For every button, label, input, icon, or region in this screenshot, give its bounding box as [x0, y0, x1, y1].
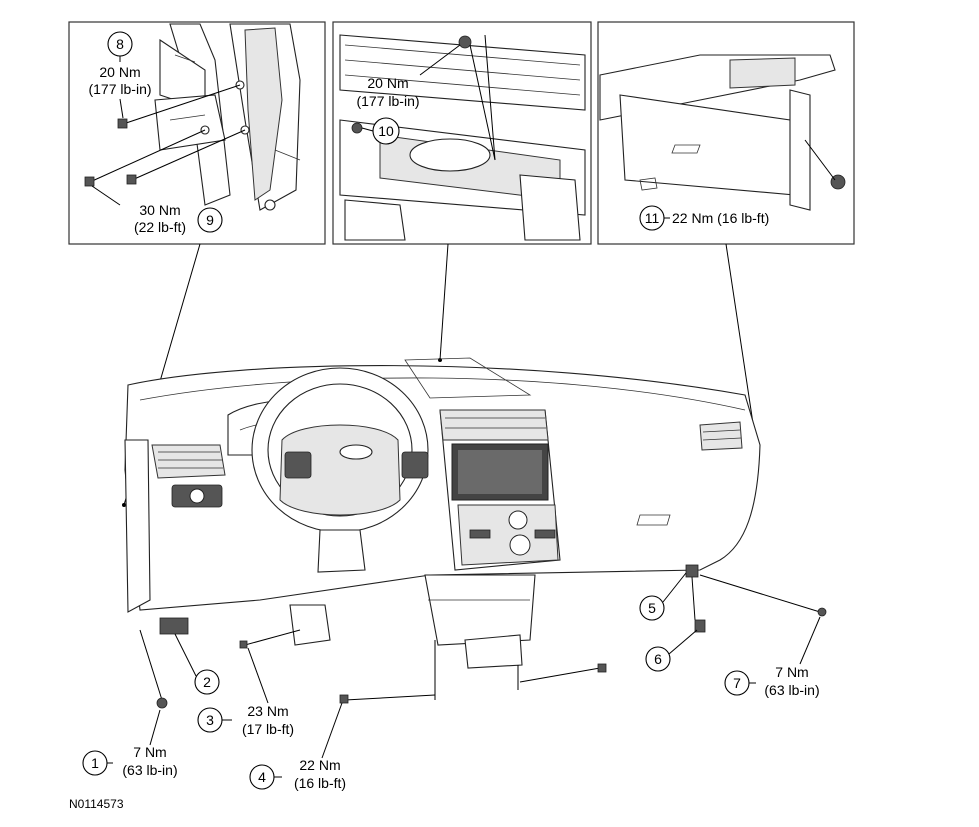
- callout-6: 6: [645, 629, 698, 672]
- callout-2: 2: [174, 633, 220, 695]
- callout-3-number: 3: [206, 712, 214, 728]
- callout-3: 3 23 Nm (17 lb-ft): [197, 647, 294, 737]
- callout-4-torque: 22 Nm: [299, 757, 340, 773]
- callout-4-number: 4: [258, 769, 266, 785]
- callout-4-torque-alt: (16 lb-ft): [294, 775, 346, 791]
- callout-8-torque-alt: (177 lb-in): [88, 81, 151, 97]
- callout-3-torque-alt: (17 lb-ft): [242, 721, 294, 737]
- callout-1-number: 1: [91, 755, 99, 771]
- callout-1: 1 7 Nm (63 lb-in): [82, 709, 178, 778]
- callout-8-torque: 20 Nm: [99, 64, 140, 80]
- callout-9-torque-alt: (22 lb-ft): [134, 219, 186, 235]
- instrument-panel: [124, 357, 821, 700]
- callout-10-torque-alt: (177 lb-in): [356, 93, 419, 109]
- callout-3-torque: 23 Nm: [247, 703, 288, 719]
- detail-view-right: 11 22 Nm (16 lb-ft): [597, 21, 855, 245]
- detail-view-left: 8 20 Nm (177 lb-in) 30 Nm (22 lb-ft) 9: [68, 21, 326, 245]
- callout-10-number: 10: [378, 123, 394, 139]
- fasteners: [139, 607, 827, 709]
- callout-7-torque-alt: (63 lb-in): [764, 682, 819, 698]
- callout-4: 4 22 Nm (16 lb-ft): [249, 702, 346, 791]
- callout-1-torque: 7 Nm: [133, 744, 166, 760]
- callout-5-number: 5: [648, 600, 656, 616]
- callout-9-torque: 30 Nm: [139, 202, 180, 218]
- callout-11-number: 11: [645, 210, 660, 226]
- callout-7-number: 7: [733, 675, 741, 691]
- figure-id: N0114573: [69, 797, 124, 811]
- callout-9-number: 9: [206, 212, 214, 228]
- callout-8-number: 8: [116, 36, 124, 52]
- callout-9-circle: [197, 207, 223, 233]
- detail-view-center: 20 Nm (177 lb-in) 10: [332, 21, 592, 245]
- callout-7-torque: 7 Nm: [775, 664, 808, 680]
- callout-2-number: 2: [203, 674, 211, 690]
- callout-7: 7 7 Nm (63 lb-in): [724, 616, 821, 698]
- callout-10-torque: 20 Nm: [367, 75, 408, 91]
- callout-5: 5: [639, 572, 687, 621]
- callout-1-torque-alt: (63 lb-in): [122, 762, 177, 778]
- callout-11-torque: 22 Nm (16 lb-ft): [672, 210, 769, 226]
- callout-6-number: 6: [654, 651, 662, 667]
